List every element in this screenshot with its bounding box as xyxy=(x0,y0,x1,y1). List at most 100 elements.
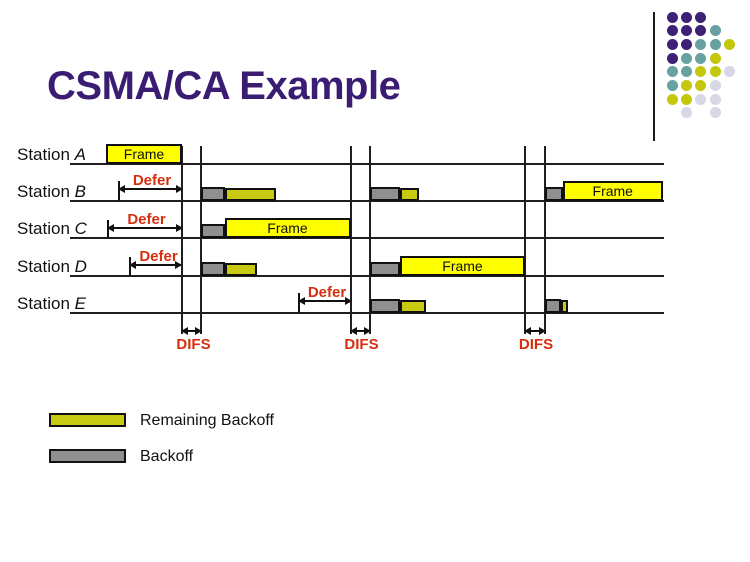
backoff-box-station-b xyxy=(200,186,225,201)
difs-marker-1-arrow xyxy=(180,327,202,335)
backoff-box-station-e xyxy=(369,299,400,313)
station-line-e xyxy=(70,312,664,314)
decoration-dot xyxy=(695,66,707,78)
decoration-dot xyxy=(681,52,693,64)
difs-marker-3-label: DIFS xyxy=(518,336,554,353)
decoration-dot xyxy=(709,52,721,64)
legend-remaining-backoff-swatch xyxy=(49,413,126,427)
frame-box-station-d: Frame xyxy=(400,255,525,276)
defer-station-e-arrow-left-head xyxy=(298,296,305,305)
decoration-dot xyxy=(695,52,707,64)
decoration-dot xyxy=(667,38,678,50)
defer-station-c-arrow xyxy=(106,223,183,232)
decoration-dot xyxy=(681,107,693,119)
difs-marker-3-arrow-right-head xyxy=(538,327,546,335)
frame-box-station-a: Frame xyxy=(106,143,182,164)
defer-station-e-arrow-right-head xyxy=(344,296,352,305)
decoration-dot xyxy=(667,66,678,78)
difs-marker-2-arrow xyxy=(349,327,371,335)
defer-station-d-label: Defer xyxy=(139,247,178,265)
legend-backoff-label: Backoff xyxy=(140,448,194,465)
difs-marker-2-arrow-left-head xyxy=(349,327,357,335)
decoration-dot xyxy=(681,38,693,50)
station-line-c xyxy=(70,236,664,239)
remaining-backoff-box-station-e xyxy=(400,300,426,313)
remaining-backoff-box-station-b xyxy=(224,187,276,201)
station-line-b xyxy=(70,199,664,202)
decoration-dot xyxy=(667,25,678,37)
defer-station-e-label: Defer xyxy=(307,283,347,301)
backoff-box-station-b xyxy=(369,186,400,201)
difs-marker-1-arrow-left-head xyxy=(180,327,188,335)
station-line-d xyxy=(70,274,664,277)
defer-station-d-arrow-left-head xyxy=(129,260,136,269)
timeline-line-6 xyxy=(543,146,546,334)
decoration-dot xyxy=(667,80,678,91)
decoration-dot xyxy=(681,25,693,37)
station-letter-c: C xyxy=(74,218,87,238)
timeline-line-1 xyxy=(180,146,183,334)
remaining-backoff-box-station-d xyxy=(224,262,257,276)
decoration-dot xyxy=(709,25,721,37)
legend-remaining-backoff-label: Remaining Backoff xyxy=(140,412,274,429)
defer-station-c-arrow-right-head xyxy=(175,223,183,232)
backoff-box-station-e xyxy=(544,299,561,313)
defer-station-e-arrow xyxy=(298,296,352,305)
difs-marker-2-arrow-right-head xyxy=(363,327,371,335)
difs-marker-1-label: DIFS xyxy=(176,336,211,353)
defer-station-d-arrow-right-head xyxy=(174,260,182,269)
difs-marker-3-arrow-left-head xyxy=(524,327,531,335)
defer-station-b-label: Defer xyxy=(132,171,172,189)
decoration-dot xyxy=(681,93,693,105)
station-letter-b: B xyxy=(74,181,86,201)
timeline-line-4 xyxy=(368,146,371,334)
backoff-box-station-b xyxy=(544,186,563,201)
decoration-dot xyxy=(709,93,721,105)
defer-station-b-arrow xyxy=(118,184,183,193)
station-label-c: Station C xyxy=(17,218,87,238)
decoration-vertical-line xyxy=(653,12,655,141)
remaining-backoff-box-station-b xyxy=(400,187,419,201)
decoration-dot xyxy=(709,80,721,91)
decoration-dot xyxy=(723,38,735,50)
station-letter-d: D xyxy=(74,256,87,276)
decoration-dot xyxy=(695,38,707,50)
difs-marker-2-label: DIFS xyxy=(344,336,379,353)
decoration-dot xyxy=(667,11,678,23)
decoration-dot xyxy=(695,80,707,91)
legend-backoff-swatch xyxy=(49,449,126,463)
decoration-dot xyxy=(681,80,693,91)
station-letter-a: A xyxy=(74,144,86,164)
decoration-dot xyxy=(695,11,707,23)
decoration-dot xyxy=(681,11,693,23)
station-label-d: Station D xyxy=(17,256,87,276)
decoration-dot xyxy=(695,93,707,105)
frame-box-station-b: Frame xyxy=(562,180,663,201)
backoff-box-station-c xyxy=(200,223,225,238)
decoration-dot xyxy=(709,66,721,78)
decoration-dot xyxy=(709,38,721,50)
frame-box-station-c: Frame xyxy=(224,217,351,238)
station-label-e: Station E xyxy=(17,294,86,313)
slide-title: CSMA/CA Example xyxy=(47,64,401,108)
station-label-b: Station B xyxy=(17,181,86,201)
station-line-a xyxy=(70,162,664,165)
timeline-line-5 xyxy=(524,146,526,334)
defer-station-c-arrow-left-head xyxy=(106,223,114,232)
decoration-dot xyxy=(667,52,678,64)
backoff-box-station-d xyxy=(369,261,400,276)
difs-marker-3-arrow xyxy=(524,327,546,335)
decoration-dot xyxy=(709,107,721,119)
timeline-line-3 xyxy=(349,146,352,334)
decoration-dot xyxy=(681,66,693,78)
difs-marker-1-arrow-right-head xyxy=(194,327,202,335)
station-letter-e: E xyxy=(74,294,86,313)
timeline-line-2 xyxy=(199,146,202,334)
defer-station-c-label: Defer xyxy=(127,210,166,228)
station-label-a: Station A xyxy=(17,144,86,164)
defer-station-b-arrow-right-head xyxy=(175,184,183,193)
defer-station-d-arrow xyxy=(129,260,182,269)
decoration-dot xyxy=(723,66,735,78)
decoration-dot xyxy=(667,93,678,105)
